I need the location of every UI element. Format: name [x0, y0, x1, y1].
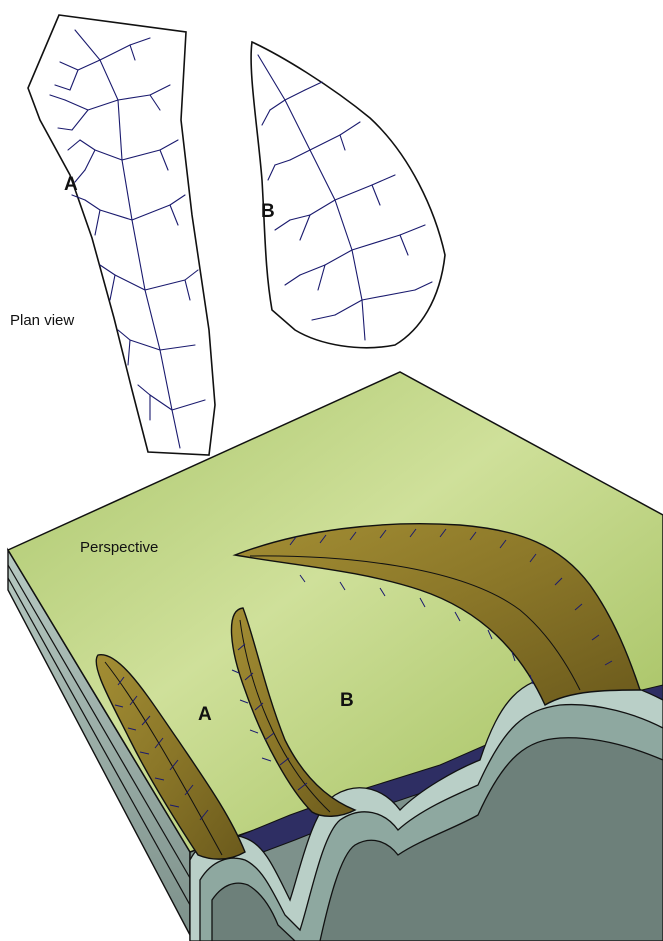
- plan-view-label: Plan view: [10, 312, 74, 329]
- ridge-a-label: A: [198, 704, 212, 725]
- basin-b-label: B: [261, 201, 275, 222]
- perspective-block: Perspective A B: [8, 372, 663, 941]
- basin-a-outline: [28, 15, 215, 455]
- perspective-label: Perspective: [80, 539, 158, 556]
- basin-a-label: A: [64, 174, 78, 195]
- ridge-b-label: B: [340, 690, 354, 711]
